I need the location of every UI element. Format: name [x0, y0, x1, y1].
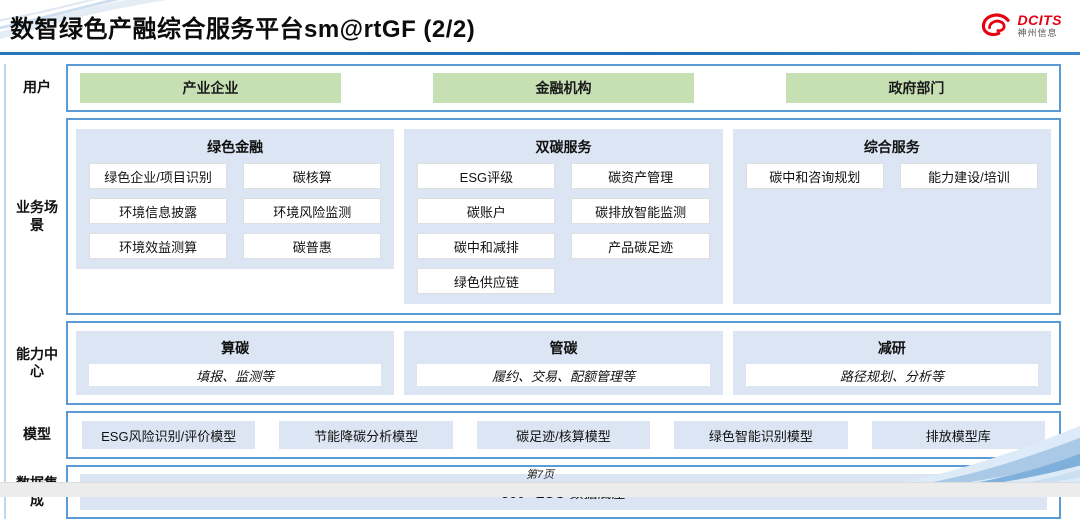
- architecture-diagram: 用户 产业企业 金融机构 政府部门 业务场景 绿色金融 绿色企业/项目识别 碳核…: [4, 64, 1061, 519]
- user-group-industry: 产业企业: [80, 73, 342, 103]
- row-label-users: 用户: [23, 79, 51, 96]
- brand-logo: DCITS 神州信息: [979, 12, 1063, 38]
- panel-title: 双碳服务: [535, 139, 592, 155]
- scenario-chip: ESG评级: [417, 163, 556, 189]
- row-label-capabilities: 能力中心: [16, 345, 58, 380]
- capability-carbon-management: 管碳 履约、交易、配额管理等: [404, 331, 723, 395]
- capability-reduction-research: 减研 路径规划、分析等: [732, 331, 1051, 395]
- capability-desc: 填报、监测等: [89, 364, 382, 386]
- panel-items: 绿色企业/项目识别 碳核算 环境信息披露 环境风险监测 环境效益测算 碳普惠: [89, 163, 382, 259]
- title-divider: [0, 52, 1080, 55]
- scenario-chip: 环境效益测算: [89, 233, 228, 259]
- row-scenarios: 业务场景 绿色金融 绿色企业/项目识别 碳核算 环境信息披露 环境风险监测 环境…: [8, 118, 1061, 315]
- model-chip: 绿色智能识别模型: [674, 421, 848, 449]
- capability-title: 管碳: [549, 340, 578, 356]
- scenario-chip: 环境信息披露: [89, 198, 228, 224]
- capability-desc: 履约、交易、配额管理等: [417, 364, 710, 386]
- row-capabilities: 能力中心 算碳 填报、监测等 管碳 履约、交易、配额管理等 减研 路径规划、分析…: [8, 321, 1061, 405]
- header: 数智绿色产融综合服务平台sm@rtGF (2/2) DCITS 神州信息: [0, 0, 1080, 52]
- dcits-logo-icon: [981, 13, 1010, 37]
- scenario-chip: 碳排放智能监测: [571, 198, 710, 224]
- user-group-government: 政府部门: [785, 73, 1047, 103]
- row-models: 模型 ESG风险识别/评价模型 节能降碳分析模型 碳足迹/核算模型 绿色智能识别…: [8, 411, 1061, 459]
- panel-dual-carbon-services: 双碳服务 ESG评级 碳资产管理 碳账户 碳排放智能监测 碳中和减排 产品碳足迹…: [404, 129, 723, 304]
- scenario-chip: 能力建设/培训: [899, 163, 1038, 189]
- user-group-financial: 金融机构: [432, 73, 695, 103]
- page-title: 数智绿色产融综合服务平台sm@rtGF (2/2): [10, 16, 476, 43]
- row-users: 用户 产业企业 金融机构 政府部门: [8, 64, 1061, 112]
- model-chip: ESG风险识别/评价模型: [82, 421, 256, 449]
- panel-items: 碳中和咨询规划 能力建设/培训: [745, 163, 1038, 189]
- capability-desc: 路径规划、分析等: [745, 364, 1038, 386]
- scenario-chip: 碳中和咨询规划: [745, 163, 884, 189]
- models-container: ESG风险识别/评价模型 节能降碳分析模型 碳足迹/核算模型 绿色智能识别模型 …: [66, 411, 1061, 459]
- capability-title: 减研: [877, 340, 906, 356]
- scenario-chip: 碳中和减排: [417, 233, 556, 259]
- panel-green-finance: 绿色金融 绿色企业/项目识别 碳核算 环境信息披露 环境风险监测 环境效益测算 …: [76, 129, 395, 269]
- capability-title: 算碳: [221, 340, 250, 356]
- row-label-scenarios: 业务场景: [16, 199, 58, 233]
- logo-brand-text: DCITS: [1017, 11, 1062, 28]
- panel-comprehensive-services: 综合服务 碳中和咨询规划 能力建设/培训: [732, 129, 1051, 304]
- row-label-models: 模型: [23, 426, 51, 443]
- page-number: 第7页: [525, 469, 555, 481]
- scenario-chip: 碳资产管理: [571, 163, 710, 189]
- scenario-chip: 绿色企业/项目识别: [89, 163, 228, 189]
- panel-items: ESG评级 碳资产管理 碳账户 碳排放智能监测 碳中和减排 产品碳足迹 绿色供应…: [417, 163, 710, 294]
- scenario-chip: 碳账户: [417, 198, 556, 224]
- panel-title: 综合服务: [863, 139, 920, 155]
- bottom-band: [0, 482, 1080, 497]
- scenario-chip: 碳普惠: [243, 233, 382, 259]
- scenario-chip: 产品碳足迹: [571, 233, 710, 259]
- panel-title: 绿色金融: [207, 139, 264, 155]
- model-chip: 碳足迹/核算模型: [476, 421, 651, 449]
- scenario-chip: 环境风险监测: [243, 198, 382, 224]
- scenario-chip: 碳核算: [243, 163, 382, 189]
- capabilities-container: 算碳 填报、监测等 管碳 履约、交易、配额管理等 减研 路径规划、分析等: [66, 321, 1061, 405]
- model-chip: 排放模型库: [871, 421, 1045, 449]
- model-chip: 节能降碳分析模型: [279, 421, 453, 449]
- scenarios-container: 绿色金融 绿色企业/项目识别 碳核算 环境信息披露 环境风险监测 环境效益测算 …: [66, 118, 1061, 315]
- capability-carbon-accounting: 算碳 填报、监测等: [76, 331, 395, 395]
- logo-brand-subtext: 神州信息: [1017, 27, 1058, 38]
- scenario-chip: 绿色供应链: [417, 268, 556, 294]
- users-container: 产业企业 金融机构 政府部门: [66, 64, 1061, 112]
